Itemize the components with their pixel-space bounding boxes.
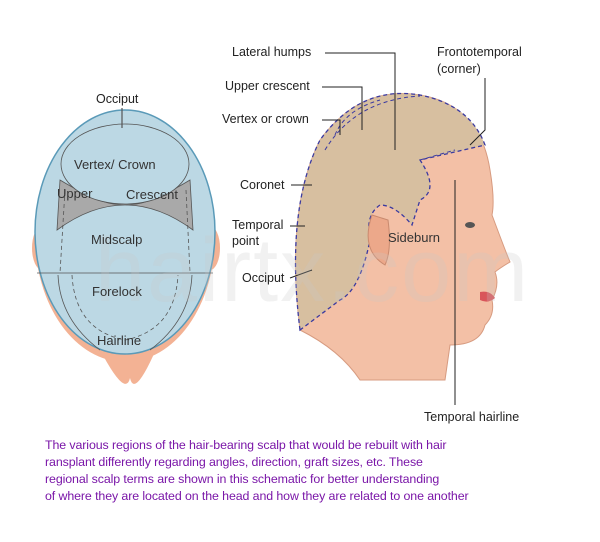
label-sideburn: Sideburn [388,230,441,245]
caption-line: of where they are located on the head an… [45,489,469,503]
label-occiput-side: Occiput [242,271,285,285]
label-occiput-top: Occiput [96,92,139,106]
caption: The various regions of the hair-bearing … [45,437,585,505]
label-temporal-point-2: point [232,234,260,248]
label-hairline: Hairline [97,333,142,348]
watermark: hairtx.com [95,221,531,321]
label-temporal-hairline: Temporal hairline [424,410,520,424]
label-frontotemporal-corner: (corner) [437,62,481,76]
label-upper: Upper [57,186,93,201]
label-upper-crescent: Upper crescent [225,79,310,93]
label-lateral-humps: Lateral humps [232,45,312,59]
leader-lines [289,52,486,405]
label-frontotemporal: Frontotemporal [437,45,522,59]
label-coronet: Coronet [240,178,285,192]
label-temporal-point: Temporal [232,218,284,232]
side-view-head [294,92,511,381]
label-crescent: Crescent [126,187,179,202]
label-midscalp: Midscalp [91,232,143,247]
label-forelock: Forelock [92,284,142,299]
caption-line: regional scalp terms are shown in this s… [45,472,440,486]
caption-line: The various regions of the hair-bearing … [45,438,447,452]
label-vertex-crown: Vertex/ Crown [74,157,156,172]
caption-line: ransplant differently regarding angles, … [45,455,423,469]
top-view-head [32,108,220,384]
label-vertex-or-crown: Vertex or crown [222,112,309,126]
